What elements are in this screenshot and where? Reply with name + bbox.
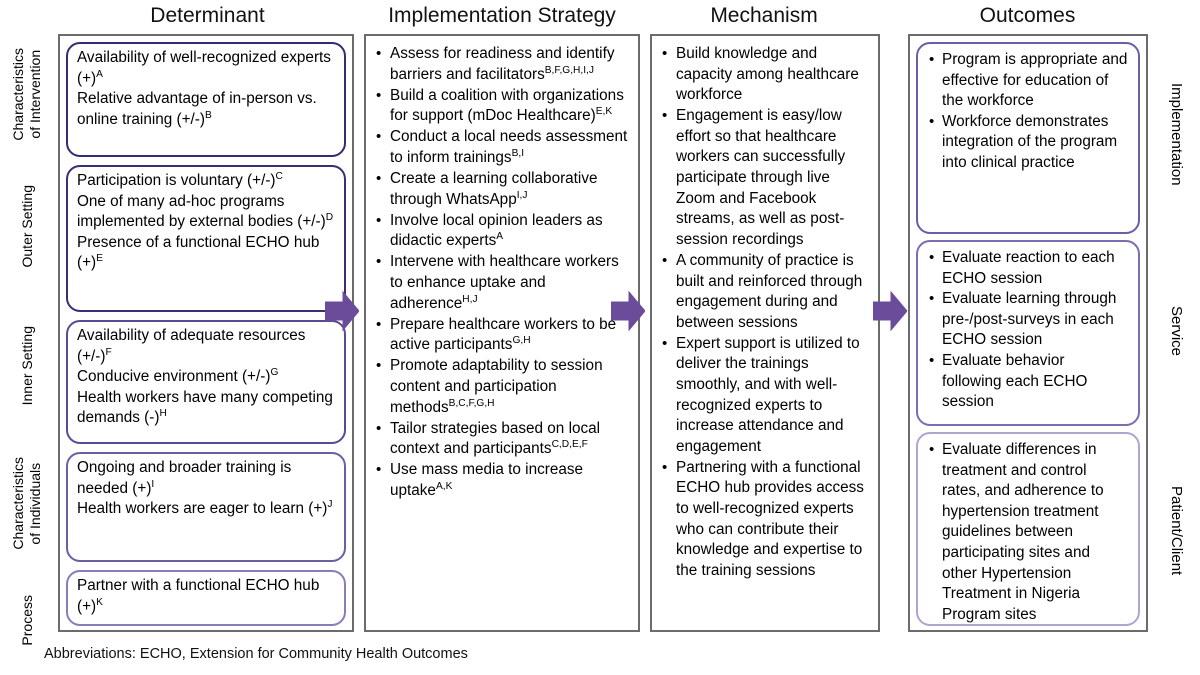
list-item: Build knowledge and capacity among healt…	[661, 44, 869, 106]
determinant-box-characteristics-of-individuals: Ongoing and broader training is needed (…	[66, 452, 346, 562]
column-implementation-strategy: Assess for readiness and identify barrie…	[364, 34, 640, 632]
list-item: A community of practice is built and rei…	[661, 251, 869, 333]
outcomes-bullet-list: Evaluate differences in treatment and co…	[927, 438, 1130, 625]
mechanism-items: Build knowledge and capacity among healt…	[661, 44, 869, 581]
left-row-labels: Characteristics of Intervention Outer Se…	[0, 34, 54, 646]
strategy-bullet-list: Assess for readiness and identify barrie…	[371, 41, 633, 625]
list-item: Expert support is utilized to deliver th…	[661, 334, 869, 458]
right-label-text: Service	[1168, 305, 1185, 357]
determinant-box-text: Availability of adequate resources (+/-)…	[77, 327, 333, 427]
row-label-outer-setting: Outer Setting	[0, 156, 54, 296]
outcomes-bullet-list: Evaluate reaction to each ECHO sessionEv…	[927, 246, 1130, 413]
arrow-strategy-to-mechanism	[610, 290, 646, 332]
column-mechanism: Build knowledge and capacity among healt…	[650, 34, 880, 632]
list-item: Promote adaptability to session content …	[375, 356, 629, 418]
column-header-determinant: Determinant	[150, 4, 265, 27]
outcomes-items-service: Evaluate reaction to each ECHO sessionEv…	[929, 248, 1128, 413]
row-label-inner-setting: Inner Setting	[0, 300, 54, 432]
outcomes-items-implementation: Program is appropriate and effective for…	[929, 50, 1128, 174]
row-label-text: Characteristics of Individuals	[10, 457, 43, 550]
abbreviations-footnote: Abbreviations: ECHO, Extension for Commu…	[44, 646, 468, 662]
column-determinant: Availability of well-recognized experts …	[58, 34, 354, 632]
list-item: Create a learning collaborative through …	[375, 169, 629, 210]
determinant-box-text: Partner with a functional ECHO hub (+)K	[77, 577, 320, 615]
mechanism-bullet-list: Build knowledge and capacity among healt…	[657, 41, 873, 625]
determinant-box-characteristics-of-intervention: Availability of well-recognized experts …	[66, 42, 346, 157]
outcomes-items-patient-client: Evaluate differences in treatment and co…	[929, 440, 1128, 625]
arrow-mechanism-to-outcomes	[872, 290, 908, 332]
column-header-outcomes: Outcomes	[979, 4, 1076, 27]
row-label-characteristics-of-intervention: Characteristics of Intervention	[0, 34, 54, 154]
list-item: Evaluate reaction to each ECHO session	[929, 248, 1128, 289]
outcomes-bullet-list: Program is appropriate and effective for…	[927, 48, 1130, 174]
list-item: Use mass media to increase uptakeA,K	[375, 460, 629, 501]
right-row-labels: Implementation Service Patient/Client	[1152, 34, 1200, 632]
list-item: Evaluate differences in treatment and co…	[929, 440, 1128, 625]
row-label-text: Process	[18, 594, 35, 646]
strategy-items: Assess for readiness and identify barrie…	[375, 44, 629, 502]
list-item: Evaluate learning through pre-/post-surv…	[929, 289, 1128, 351]
column-headers: Determinant Implementation Strategy Mech…	[0, 2, 1200, 32]
determinant-box-text: Ongoing and broader training is needed (…	[77, 459, 333, 518]
list-item: Conduct a local needs assessment to info…	[375, 127, 629, 168]
row-label-text: Outer Setting	[18, 184, 35, 268]
outcomes-box-service: Evaluate reaction to each ECHO sessionEv…	[916, 240, 1140, 426]
list-item: Intervene with healthcare workers to enh…	[375, 252, 629, 314]
right-label-text: Patient/Client	[1168, 486, 1185, 576]
column-header-mechanism: Mechanism	[710, 4, 818, 27]
row-label-text: Characteristics of Intervention	[10, 47, 43, 141]
right-label-service: Service	[1152, 236, 1200, 426]
column-outcomes: Program is appropriate and effective for…	[908, 34, 1148, 632]
outcomes-box-implementation: Program is appropriate and effective for…	[916, 42, 1140, 234]
right-label-patient-client: Patient/Client	[1152, 430, 1200, 632]
list-item: Tailor strategies based on local context…	[375, 419, 629, 460]
arrow-determinant-to-strategy	[324, 290, 360, 332]
list-item: Involve local opinion leaders as didacti…	[375, 211, 629, 252]
list-item: Program is appropriate and effective for…	[929, 50, 1128, 112]
list-item: Assess for readiness and identify barrie…	[375, 44, 629, 85]
row-label-characteristics-of-individuals: Characteristics of Individuals	[0, 436, 54, 571]
row-label-text: Inner Setting	[18, 326, 35, 406]
list-item: Engagement is easy/low effort so that he…	[661, 106, 869, 250]
determinant-box-process: Partner with a functional ECHO hub (+)K	[66, 570, 346, 626]
determinant-box-inner-setting: Availability of adequate resources (+/-)…	[66, 320, 346, 444]
list-item: Prepare healthcare workers to be active …	[375, 315, 629, 356]
list-item: Build a coalition with organizations for…	[375, 86, 629, 127]
list-item: Workforce demonstrates integration of th…	[929, 112, 1128, 174]
determinant-box-text: Availability of well-recognized experts …	[77, 49, 331, 128]
list-item: Partnering with a functional ECHO hub pr…	[661, 458, 869, 582]
outcomes-box-patient-client: Evaluate differences in treatment and co…	[916, 432, 1140, 626]
list-item: Evaluate behavior following each ECHO se…	[929, 351, 1128, 413]
right-label-text: Implementation	[1168, 82, 1185, 186]
right-label-implementation: Implementation	[1152, 34, 1200, 234]
column-header-implementation-strategy: Implementation Strategy	[388, 4, 616, 27]
